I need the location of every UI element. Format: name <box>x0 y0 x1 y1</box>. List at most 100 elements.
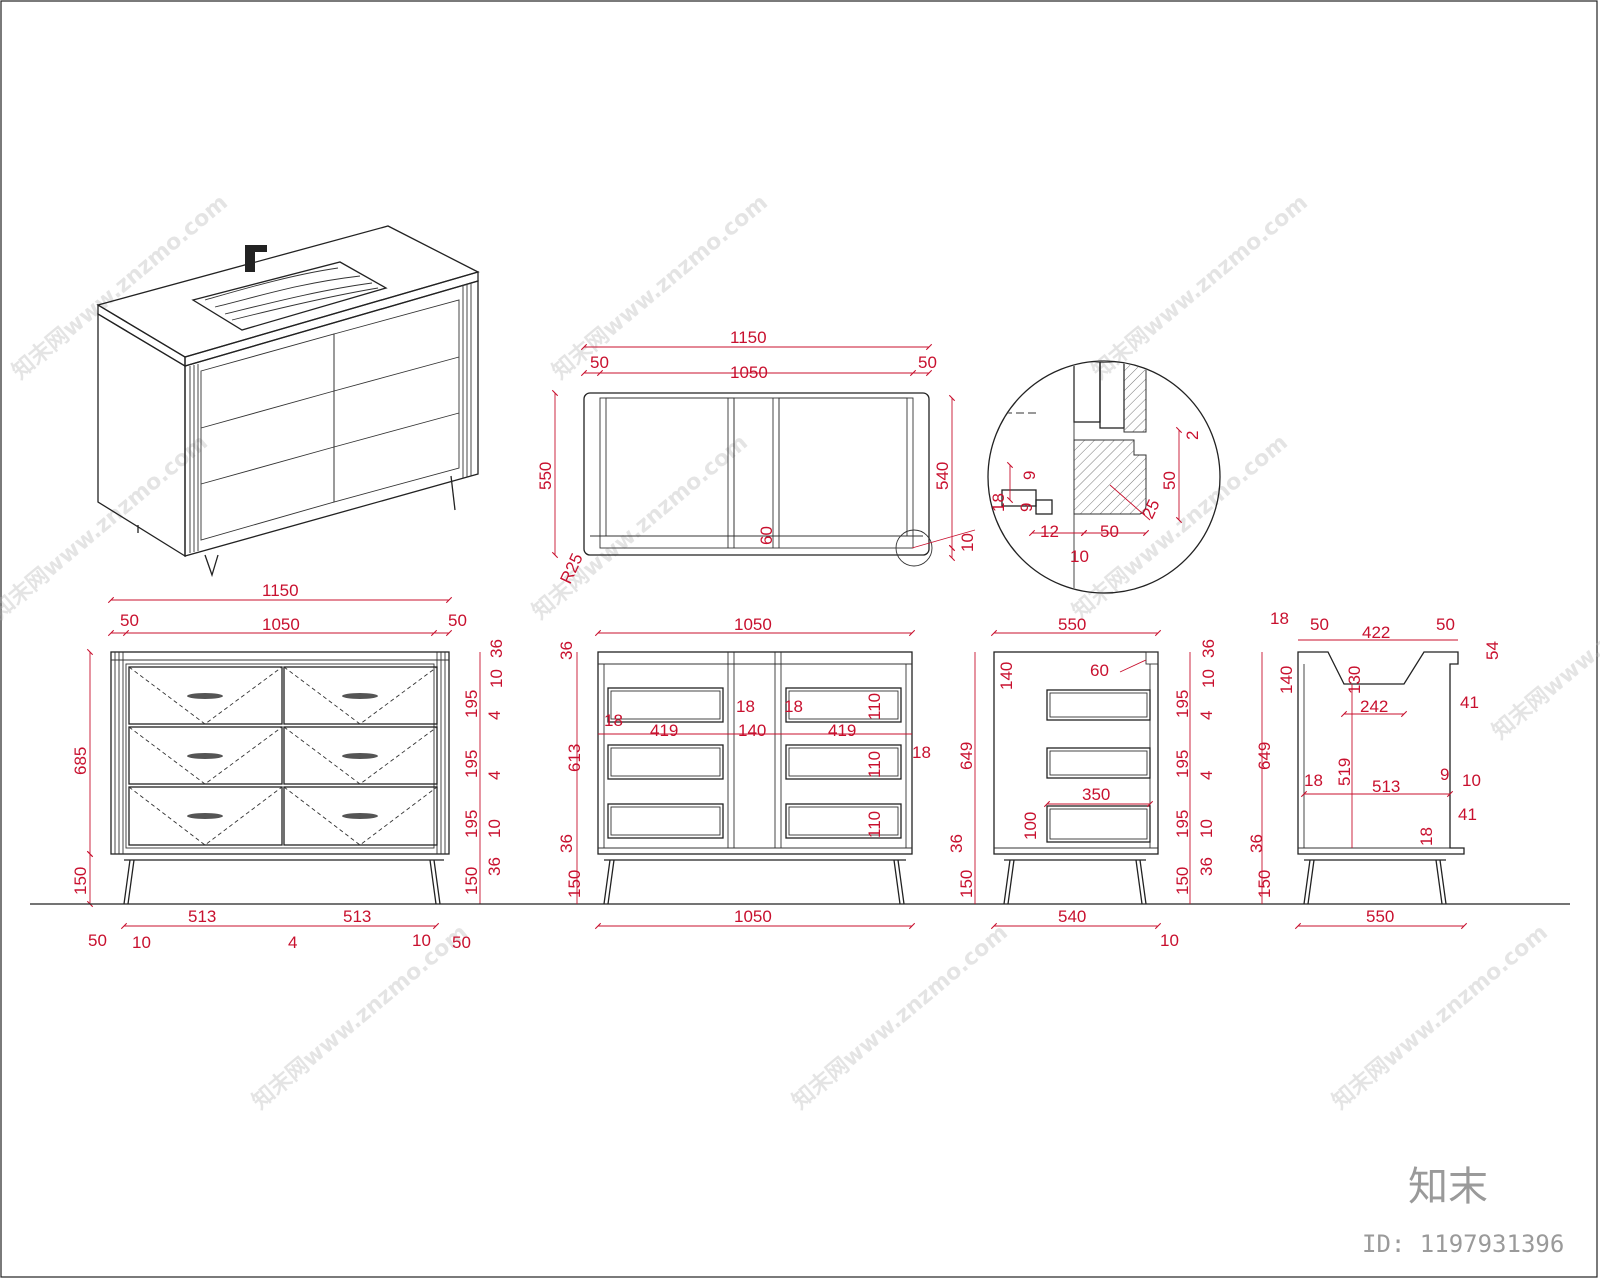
fsec-top-width: 1050 <box>734 615 772 634</box>
drawer-grid <box>128 666 438 846</box>
side-bottom-width: 540 <box>1058 907 1086 926</box>
side-section: 18 50 422 50 54 140 130 242 41 649 36 15… <box>1247 609 1502 930</box>
ssec-inner-depth: 130 <box>1345 666 1364 694</box>
side-drawer-depth: 350 <box>1082 785 1110 804</box>
front-b-mid: 4 <box>288 933 297 952</box>
plan-gap: 10 <box>958 533 977 552</box>
ssec-sink-depth: 140 <box>1277 666 1296 694</box>
side-base: 36 <box>947 834 966 853</box>
ssec-d9: 9 <box>1440 765 1449 784</box>
watermark-text: 知末网www.znzmo.com <box>1327 919 1553 1114</box>
ssec-t54: 54 <box>1483 641 1502 660</box>
fsec-left-bay: 419 <box>650 721 678 740</box>
detail-d9b: 9 <box>1017 503 1036 512</box>
front-elevation: 1150 50 1050 50 685 150 36 10 195 4 195 … <box>71 581 506 952</box>
front-r-d3: 195 <box>462 810 481 838</box>
detail-d10: 10 <box>1070 547 1089 566</box>
side-top-drawer: 140 <box>997 662 1016 690</box>
drawer-handle-icon <box>342 813 378 819</box>
watermark-text: 知末网www.znzmo.com <box>1087 189 1313 384</box>
front-b-right-half: 513 <box>343 907 371 926</box>
side-leg: 150 <box>957 870 976 898</box>
detail-d50v: 50 <box>1160 471 1179 490</box>
fsec-drawer3: 110 <box>865 811 884 838</box>
watermark-text: 知末网www.znzmo.com <box>0 429 213 624</box>
side-top-width: 550 <box>1058 615 1086 634</box>
ssec-base: 36 <box>1247 834 1266 853</box>
detail-d18: 18 <box>989 493 1008 512</box>
side-r-base: 36 <box>1197 857 1216 876</box>
front-b-r50: 50 <box>452 933 471 952</box>
front-b-l10: 10 <box>132 933 151 952</box>
fsec-drawer1: 110 <box>865 693 884 720</box>
fsec-bottom-width: 1050 <box>734 907 772 926</box>
front-r-gap2: 10 <box>485 819 504 838</box>
ssec-opening: 422 <box>1362 623 1390 642</box>
fsec-leg: 150 <box>565 870 584 898</box>
plan-depth-left: 550 <box>536 462 555 490</box>
ssec-leg: 150 <box>1255 870 1274 898</box>
front-r-top: 36 <box>487 639 506 658</box>
ssec-d41b: 41 <box>1458 805 1477 824</box>
front-height: 685 <box>71 747 90 775</box>
detail-view: 9 18 9 12 50 10 2 50 25 <box>987 360 1221 594</box>
ssec-s18: 18 <box>1304 771 1323 790</box>
fsec-side-l: 18 <box>604 711 623 730</box>
watermark-text: 知末网www.znzmo.com <box>7 189 233 384</box>
side-body: 649 <box>957 742 976 770</box>
front-r-d1: 195 <box>462 690 481 718</box>
front-r-gap1: 10 <box>487 669 506 688</box>
perspective-view <box>96 225 480 578</box>
ssec-bowl: 242 <box>1360 697 1388 716</box>
front-b-left-half: 513 <box>188 907 216 926</box>
faucet-icon <box>245 245 267 272</box>
ssec-body: 649 <box>1255 742 1274 770</box>
watermark-text: 知末网www.znzmo.com <box>247 919 473 1114</box>
front-r-g1: 4 <box>485 711 504 720</box>
detail-d12: 12 <box>1040 522 1059 541</box>
fsec-drawer2: 110 <box>865 751 884 778</box>
side-drawer-h: 100 <box>1021 812 1040 840</box>
front-r-d2: 195 <box>462 750 481 778</box>
front-overall-width: 1150 <box>262 581 299 600</box>
front-left-edge: 50 <box>120 611 139 630</box>
watermark-text: 知末网www.znzmo.com <box>527 429 753 624</box>
plan-inner-width: 1050 <box>730 363 768 382</box>
side-elevation: 550 140 60 649 36 150 350 100 540 10 36 … <box>947 615 1218 950</box>
detail-d2: 2 <box>1183 431 1202 440</box>
plan-right-edge: 50 <box>918 353 937 372</box>
side-r-leg: 150 <box>1173 867 1192 895</box>
fsec-base: 36 <box>557 834 576 853</box>
ssec-d41a: 41 <box>1460 693 1479 712</box>
ssec-d18b: 18 <box>1417 827 1436 846</box>
drawer-handle-icon <box>187 813 223 819</box>
detail-d9: 9 <box>1020 471 1039 480</box>
side-r-d2: 195 <box>1173 750 1192 778</box>
ssec-bottom-width: 550 <box>1366 907 1394 926</box>
ssec-inner-h: 519 <box>1335 758 1354 786</box>
plan-left-edge: 50 <box>590 353 609 372</box>
plan-overall-width: 1150 <box>730 328 767 347</box>
ssec-t18: 18 <box>1270 609 1289 628</box>
side-r-gap1: 10 <box>1199 669 1218 688</box>
detail-d50h: 50 <box>1100 522 1119 541</box>
fsec-mid-l: 18 <box>736 697 755 716</box>
front-r-base: 36 <box>485 857 504 876</box>
side-r-top: 36 <box>1199 639 1218 658</box>
fsec-side-r: 18 <box>912 743 931 762</box>
drawer-handle-icon <box>342 693 378 699</box>
image-id: ID: 1197931396 <box>1362 1230 1564 1258</box>
side-r-gap2: 10 <box>1197 819 1216 838</box>
side-r-d3: 195 <box>1173 810 1192 838</box>
side-bottom-gap: 10 <box>1160 931 1179 950</box>
watermark-text: 知末网www.znzmo.com <box>547 189 773 384</box>
front-b-l50: 50 <box>88 931 107 950</box>
plan-view: 1150 50 1050 50 550 540 10 60 R25 <box>536 328 977 587</box>
side-r-g1: 4 <box>1197 711 1216 720</box>
fsec-body: 613 <box>565 744 584 772</box>
fsec-top: 36 <box>557 641 576 660</box>
front-leg: 150 <box>71 867 90 895</box>
front-right-edge: 50 <box>448 611 467 630</box>
